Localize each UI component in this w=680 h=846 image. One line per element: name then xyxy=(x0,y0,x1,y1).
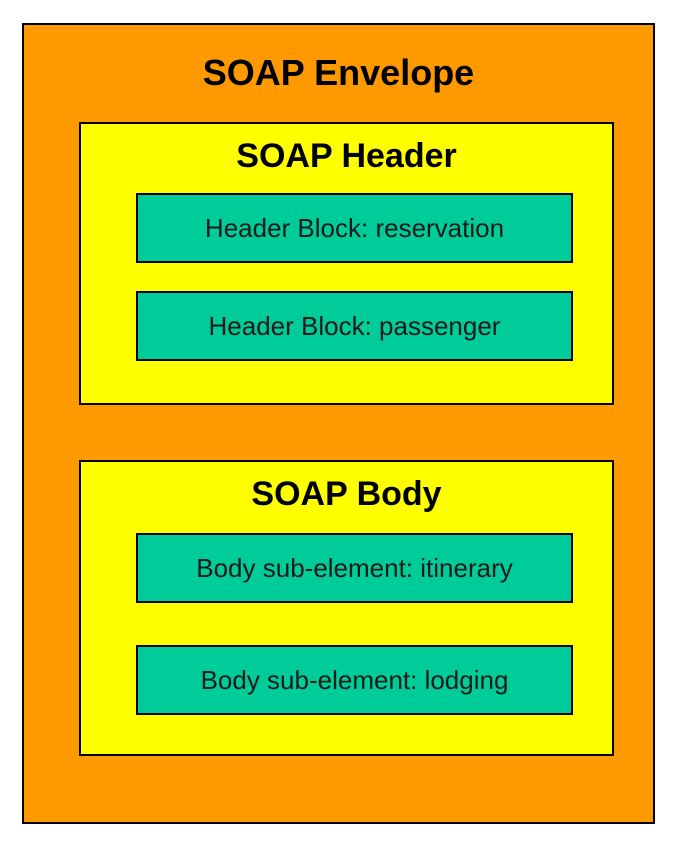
header-block-passenger: Header Block: passenger xyxy=(136,291,573,361)
header-title: SOAP Header xyxy=(236,137,457,175)
envelope-title: SOAP Envelope xyxy=(202,52,475,93)
body-sub-element-itinerary: Body sub-element: itinerary xyxy=(136,533,573,603)
soap-body-section: SOAP Body Body sub-element: itinerary Bo… xyxy=(79,460,614,756)
soap-header-section: SOAP Header Header Block: reservation He… xyxy=(79,122,614,405)
soap-envelope: SOAP Envelope SOAP Header Header Block: … xyxy=(22,23,655,824)
body-sub-element-lodging: Body sub-element: lodging xyxy=(136,645,573,715)
body-title: SOAP Body xyxy=(251,475,442,513)
header-block-reservation: Header Block: reservation xyxy=(136,193,573,263)
